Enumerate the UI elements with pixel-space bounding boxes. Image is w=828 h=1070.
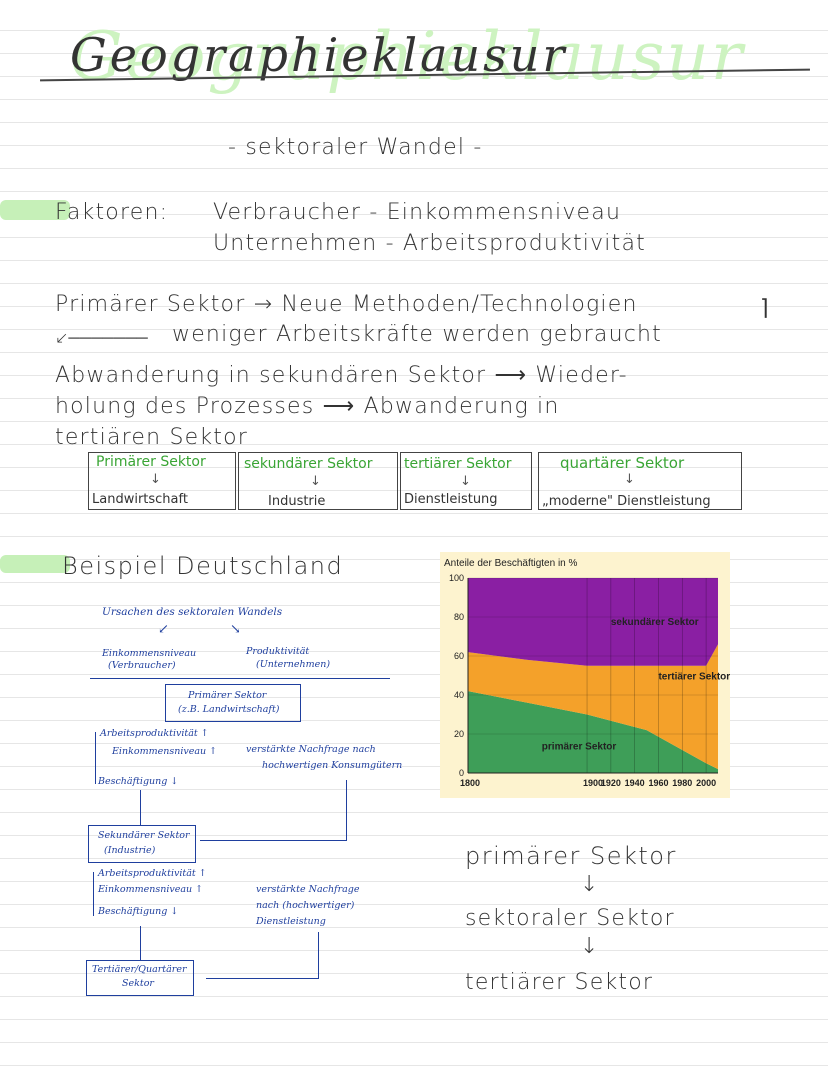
- diagram-right-cause: Produktivität: [246, 646, 310, 657]
- diagram-arrow-right: ↘: [230, 622, 241, 637]
- diagram-note1-line2: hochwertigen Konsumgütern: [262, 760, 403, 771]
- diagram-note2-line2: nach (hochwertiger): [256, 900, 355, 911]
- chart-y-tick-label: 20: [454, 729, 464, 739]
- faktoren-line-2: Unternehmen - Arbeitsproduktivität: [213, 231, 646, 256]
- sector-primary-name: Primärer Sektor: [96, 454, 206, 470]
- sector-quaternary-name: quartärer Sektor: [560, 454, 685, 472]
- diagram-box-primary-line1: Primärer Sektor: [188, 690, 267, 701]
- diagram-box-primary-line2: (z.B. Landwirtschaft): [178, 704, 280, 715]
- faktoren-line-1: Verbraucher - Einkommensniveau: [213, 200, 622, 225]
- sector-secondary-arrow: ↓: [310, 474, 321, 489]
- diagram-box-secondary-line2: (Industrie): [104, 845, 156, 856]
- diagram-note2-line1: verstärkte Nachfrage: [256, 884, 360, 895]
- chart-y-tick-label: 0: [459, 768, 464, 778]
- chart-x-tick-label: 1900: [583, 778, 603, 788]
- diagram-left-cause-sub: (Verbraucher): [108, 660, 176, 671]
- paragraph-line-4: holung des Prozesses ⟶ Abwanderung in: [55, 394, 560, 419]
- sector-box-primary: [88, 452, 236, 510]
- subtitle: - sektoraler Wandel -: [228, 135, 483, 160]
- chart-x-tick-label: 1800: [460, 778, 480, 788]
- sector-primary-arrow: ↓: [150, 472, 161, 487]
- paragraph-line-2: weniger Arbeitskräfte werden gebraucht: [172, 322, 662, 347]
- sector-tertiary-arrow: ↓: [460, 474, 471, 489]
- sector-tertiary-example: Dienstleistung: [404, 492, 498, 507]
- sector-tertiary-name: tertiärer Sektor: [404, 456, 512, 472]
- chart-area-0: [468, 691, 718, 773]
- chart-series-label: tertiärer Sektor: [658, 671, 730, 682]
- chain-item-3: tertiärer Sektor: [465, 970, 654, 995]
- paragraph-line-5: tertiären Sektor: [55, 425, 249, 450]
- loop-arrow-right: ⌉: [760, 296, 769, 321]
- diagram-bracket-1: [95, 732, 97, 784]
- diagram-box-secondary: [88, 825, 196, 863]
- diagram-block2-line2: Einkommensniveau ↑: [98, 884, 204, 895]
- sector-primary-example: Landwirtschaft: [92, 492, 188, 507]
- chart-x-tick-label: 1980: [672, 778, 692, 788]
- chart-x-tick-label: 1960: [648, 778, 668, 788]
- diagram-block1-line3: Beschäftigung ↓: [98, 776, 179, 787]
- chart-y-tick-label: 40: [454, 690, 464, 700]
- example-heading: Beispiel Deutschland: [62, 552, 344, 580]
- diagram-block2-line3: Beschäftigung ↓: [98, 906, 179, 917]
- sector-box-tertiary: [400, 452, 532, 510]
- chain-arrow-2: ↓: [580, 934, 599, 959]
- diagram-down-2: [140, 926, 142, 960]
- diagram-box-tertiary-line1: Tertiärer/Quartärer: [92, 964, 187, 975]
- paragraph-line-1: Primärer Sektor → Neue Methoden/Technolo…: [55, 292, 638, 317]
- diagram-box-tertiary: [86, 960, 194, 996]
- diagram-block1-line2: Einkommensniveau ↑: [112, 746, 218, 757]
- chart-title: Anteile der Beschäftigten in %: [444, 558, 578, 569]
- diagram-note2-line3: Dienstleistung: [256, 916, 326, 927]
- chart-x-tick-label: 1940: [625, 778, 645, 788]
- loop-arrow-left: ↙───────: [55, 328, 148, 347]
- diagram-left-cause: Einkommensniveau: [102, 648, 197, 659]
- chain-item-2: sektoraler Sektor: [465, 906, 675, 931]
- chart-series-label: primärer Sektor: [542, 742, 617, 753]
- diagram-feedback-1-v: [346, 780, 348, 840]
- faktoren-label: Faktoren:: [55, 200, 169, 225]
- diagram-bracket-2: [93, 872, 95, 916]
- sector-secondary-example: Industrie: [268, 494, 326, 509]
- chart-x-tick-label: 2000: [696, 778, 716, 788]
- sector-box-secondary: [238, 452, 398, 510]
- chart-area-2: [468, 578, 718, 666]
- chart-y-tick-label: 60: [454, 651, 464, 661]
- chain-arrow-1: ↓: [580, 872, 599, 897]
- diagram-feedback-1-h: [200, 840, 347, 842]
- diagram-arrow-left: ↙: [158, 622, 169, 637]
- chart-y-tick-label: 100: [449, 573, 464, 583]
- chart-y-tick-label: 80: [454, 612, 464, 622]
- diagram-box-primary: [165, 684, 301, 722]
- sector-quaternary-example: „moderne" Dienstleistung: [542, 494, 711, 509]
- diagram-down-1: [140, 790, 142, 825]
- employment-chart: Anteile der Beschäftigten in % 0 20 40 60 80 1…: [440, 552, 730, 798]
- chain-item-1: primärer Sektor: [465, 842, 677, 870]
- diagram-box-tertiary-line2: Sektor: [122, 978, 154, 989]
- diagram-right-cause-sub: (Unternehmen): [256, 659, 331, 670]
- paragraph-line-3: Abwanderung in sekundären Sektor ⟶ Wiede…: [55, 363, 628, 388]
- diagram-note1-line1: verstärkte Nachfrage nach: [246, 744, 376, 755]
- highlight-faktoren: [0, 200, 70, 220]
- sector-secondary-name: sekundärer Sektor: [244, 456, 373, 472]
- chart-area-1: [468, 644, 718, 770]
- chart-svg: Anteile der Beschäftigten in % 0 20 40 60 80 1…: [444, 558, 730, 788]
- diagram-block1-line1: Arbeitsproduktivität ↑: [100, 728, 209, 739]
- diagram-feedback-2-v: [318, 932, 320, 978]
- highlight-beispiel: [0, 555, 70, 573]
- title-shadow: Geographieklausur: [70, 18, 745, 95]
- diagram-title: Ursachen des sektoralen Wandels: [102, 606, 283, 618]
- diagram-block2-line1: Arbeitsproduktivität ↑: [98, 868, 207, 879]
- diagram-separator: [90, 678, 390, 680]
- chart-x-tick-label: 1920: [601, 778, 621, 788]
- sector-box-quaternary: [538, 452, 742, 510]
- diagram-box-secondary-line1: Sekundärer Sektor: [98, 830, 190, 841]
- chart-series-label: sekundärer Sektor: [611, 617, 699, 628]
- sector-quaternary-arrow: ↓: [624, 472, 635, 487]
- diagram-feedback-2-h: [206, 978, 319, 980]
